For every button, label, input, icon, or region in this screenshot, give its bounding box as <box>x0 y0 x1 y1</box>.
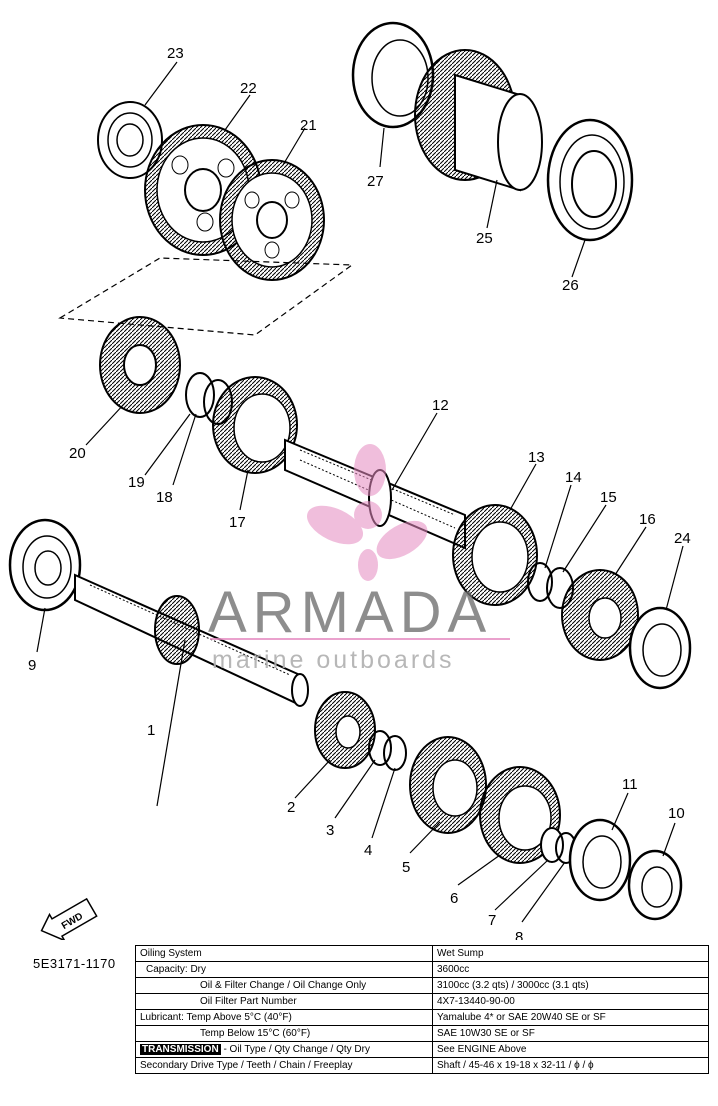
part-code: 5E3171-1170 <box>33 956 116 971</box>
callout-3: 3 <box>326 822 334 839</box>
gear-6 <box>479 766 561 864</box>
seal-10 <box>627 849 683 921</box>
callout-8: 8 <box>515 929 523 940</box>
spec-value: Yamalube 4* or SAE 20W40 SE or SF <box>432 1009 709 1026</box>
circlips-3-4 <box>368 730 407 771</box>
callout-4: 4 <box>364 842 372 859</box>
fwd-arrow: FWD <box>40 897 98 940</box>
spec-value: 3600cc <box>432 961 709 978</box>
callout-20: 20 <box>69 445 86 462</box>
shaft-1 <box>74 573 309 707</box>
callout-18: 18 <box>156 489 173 506</box>
spec-row: Secondary Drive Type / Teeth / Chain / F… <box>135 1057 709 1074</box>
spec-label: Oil & Filter Change / Oil Change Only <box>135 977 433 994</box>
callout-15: 15 <box>600 489 617 506</box>
callout-11: 11 <box>622 776 638 793</box>
watermark-rule <box>210 638 510 640</box>
spec-table: Oiling System Wet Sump Capacity: Dry 360… <box>135 945 709 1074</box>
callout-16: 16 <box>639 511 656 528</box>
spec-label: Secondary Drive Type / Teeth / Chain / F… <box>135 1057 433 1074</box>
gear-13 <box>452 504 538 606</box>
callout-6: 6 <box>450 890 458 907</box>
spec-value: Shaft / 45-46 x 19-18 x 32-11 / ϕ / ϕ <box>432 1057 709 1074</box>
gear-sleeve-25 <box>414 49 543 192</box>
spec-row: Lubricant: Temp Above 5°C (40°F) Yamalub… <box>135 1009 709 1026</box>
bearing-23 <box>97 101 163 179</box>
spec-value: Wet Sump <box>432 945 709 962</box>
spec-row: Capacity: Dry 3600cc <box>135 961 709 978</box>
bearing-24 <box>628 606 692 690</box>
callout-10: 10 <box>668 805 685 822</box>
spec-value: 4X7-13440-90-00 <box>432 993 709 1010</box>
gear-17 <box>212 376 298 474</box>
spec-label: Lubricant: Temp Above 5°C (40°F) <box>135 1009 433 1026</box>
callout-2: 2 <box>287 799 295 816</box>
watermark-tagline: marine outboards <box>212 646 455 674</box>
spec-label: Oiling System <box>135 945 433 962</box>
spec-label-rest: - Oil Type / Qty Change / Qty Dry <box>220 1044 370 1055</box>
callout-25: 25 <box>476 230 493 247</box>
gear-21 <box>219 159 325 281</box>
spec-row: Oil Filter Part Number 4X7-13440-90-00 <box>135 993 709 1010</box>
callout-13: 13 <box>528 449 545 466</box>
spec-label: TRANSMISSION - Oil Type / Qty Change / Q… <box>135 1041 433 1058</box>
callout-9: 9 <box>28 657 36 674</box>
spec-row: TRANSMISSION - Oil Type / Qty Change / Q… <box>135 1041 709 1058</box>
spec-row: Oil & Filter Change / Oil Change Only 31… <box>135 977 709 994</box>
bearing-11 <box>568 818 632 902</box>
callout-27: 27 <box>367 173 384 190</box>
callout-21: 21 <box>300 117 317 134</box>
spec-label-highlight: TRANSMISSION <box>140 1044 221 1055</box>
dashed-assembly-frame <box>58 257 354 336</box>
callout-23: 23 <box>167 45 184 62</box>
spec-label: Temp Below 15°C (60°F) <box>135 1025 433 1042</box>
callout-7: 7 <box>488 912 496 929</box>
callout-1: 1 <box>147 722 155 739</box>
callout-17: 17 <box>229 514 246 531</box>
gear-16 <box>561 569 639 661</box>
propeller-logo <box>306 444 428 581</box>
callout-12: 12 <box>432 397 449 414</box>
spec-label: Oil Filter Part Number <box>135 993 433 1010</box>
spec-row: Temp Below 15°C (60°F) SAE 10W30 SE or S… <box>135 1025 709 1042</box>
bearing-9 <box>8 518 82 612</box>
gear-20 <box>99 316 181 414</box>
spec-row: Oiling System Wet Sump <box>135 945 709 962</box>
callout-24: 24 <box>674 530 691 547</box>
callout-14: 14 <box>565 469 582 486</box>
callout-22: 22 <box>240 80 257 97</box>
callout-5: 5 <box>402 859 410 876</box>
bearing-26 <box>546 118 634 242</box>
gear-5 <box>409 736 487 834</box>
callout-26: 26 <box>562 277 579 294</box>
gear-2 <box>314 691 376 769</box>
callout-19: 19 <box>128 474 145 491</box>
leader-lines <box>36 61 684 923</box>
exploded-gear-diagram: 1 2 3 4 5 6 7 8 9 10 11 12 13 14 15 16 2… <box>8 21 692 940</box>
spec-label: Capacity: Dry <box>135 961 433 978</box>
spec-value: See ENGINE Above <box>432 1041 709 1058</box>
watermark-brand: ARMADA <box>208 580 492 645</box>
spec-value: SAE 10W30 SE or SF <box>432 1025 709 1042</box>
spec-value: 3100cc (3.2 qts) / 3000cc (3.1 qts) <box>432 977 709 994</box>
armada-watermark: ARMADA marine outboards <box>208 444 510 674</box>
